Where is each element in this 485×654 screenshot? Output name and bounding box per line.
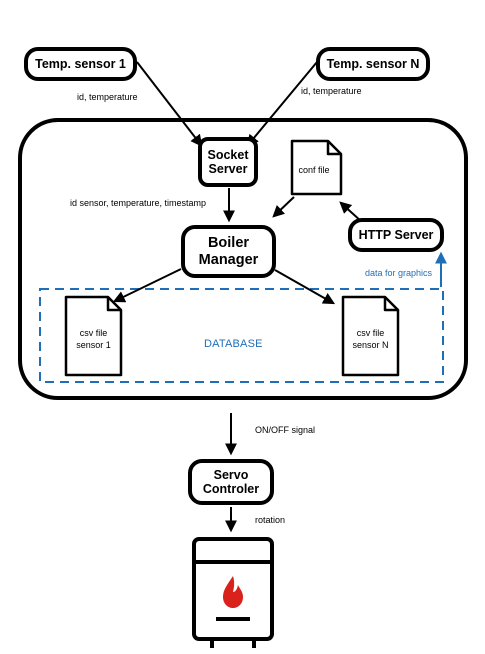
conf-file-label: conf file bbox=[292, 164, 336, 176]
csvN-document-icon bbox=[341, 295, 400, 377]
edge-label-socket-to-boiler: id sensor, temperature, timestamp bbox=[70, 198, 207, 208]
boiler-manager-node: Boiler Manager bbox=[181, 225, 276, 278]
database-region bbox=[39, 288, 444, 383]
arrow-sensor1-to-socket bbox=[136, 61, 203, 147]
boiler-manager-label-line2: Manager bbox=[198, 251, 259, 268]
temp-sensor-n-label: Temp. sensor N bbox=[326, 56, 420, 71]
servo-controler-node: Servo Controler bbox=[188, 459, 274, 505]
socket-server-label-line2: Server bbox=[208, 162, 248, 176]
edge-label-rotation: rotation bbox=[255, 515, 286, 525]
temp-sensor-n-node: Temp. sensor N bbox=[316, 47, 430, 81]
socket-server-label-line1: Socket bbox=[207, 147, 249, 162]
database-title: DATABASE bbox=[204, 338, 263, 350]
csv1-label-line1: csv file bbox=[79, 328, 108, 338]
csv1-document-icon bbox=[64, 295, 123, 377]
edge-label-on-off: ON/OFF signal bbox=[255, 425, 316, 435]
flame-icon bbox=[223, 576, 243, 608]
csvN-label-line2: sensor N bbox=[352, 340, 389, 351]
edge-label-sensor1: id, temperature bbox=[77, 92, 138, 102]
temp-sensor-1-label: Temp. sensor 1 bbox=[35, 56, 126, 71]
boiler-manager-label-line1: Boiler bbox=[207, 234, 250, 251]
http-server-node: HTTP Server bbox=[348, 218, 444, 252]
temp-sensor-1-node: Temp. sensor 1 bbox=[24, 47, 137, 81]
conf-file-document-icon bbox=[290, 139, 343, 196]
edge-label-data-for-graphics: data for graphics bbox=[365, 268, 433, 278]
arrow-conf-to-boiler bbox=[272, 196, 295, 218]
servo-controler-label-line1: Servo bbox=[213, 467, 249, 482]
system-container bbox=[18, 118, 468, 400]
csvN-label: csv file sensor N bbox=[343, 327, 398, 351]
csv1-label: csv file sensor 1 bbox=[66, 327, 121, 351]
conf-file-text: conf file bbox=[298, 165, 330, 175]
csvN-label-line1: csv file bbox=[356, 328, 385, 338]
csv1-label-line2: sensor 1 bbox=[76, 340, 111, 351]
arrow-boiler-to-csv1 bbox=[112, 268, 182, 303]
servo-controler-label-line2: Controler bbox=[202, 482, 260, 496]
http-server-label: HTTP Server bbox=[358, 227, 434, 242]
arrow-sensorN-to-socket bbox=[246, 61, 318, 147]
socket-server-node: Socket Server bbox=[198, 137, 258, 187]
arrow-boiler-to-csvN bbox=[274, 269, 336, 305]
edge-label-sensorN: id, temperature bbox=[301, 86, 362, 96]
